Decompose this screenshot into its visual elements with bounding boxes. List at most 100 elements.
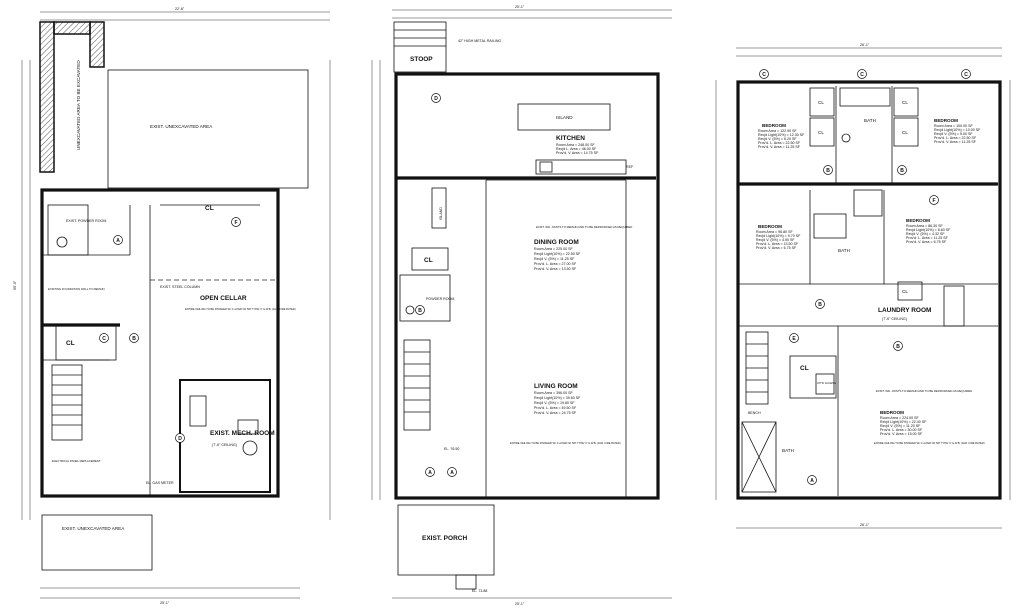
second-bedroom-b-area-4: Prov'd. V. Area = 11.25 SF [934,140,977,144]
second-tag-b2: B [900,168,904,174]
second-joists-note: EXIST. WD. JOISTS TO REMAIN AND TO BE RE… [876,389,972,393]
cellar-unexcavated-top: EXIST. UNEXCAVATED AREA [150,124,213,129]
first-living-area-0: Room Area = 396.00 SF [534,391,573,395]
second-bedroom-c: BEDROOM [758,224,782,229]
second-tag-b1: B [826,168,830,174]
second-bench: BENCH [748,411,761,415]
tag-a: A [116,238,120,244]
second-bedroom-e-area-3: Prov'd. L. Area = 30.00 SF [880,428,923,432]
second-bedroom-d-area-0: Room Area = 86.30 SF [906,224,943,228]
first-dining-area-2: Req'd V. (5%) = 11.25 SF [534,257,575,261]
cellar-plan: 22'-6" 25'-1" 55'-0" EXIST. UNEXCAVATED … [13,7,331,605]
second-tag-a: A [810,478,814,484]
cellar-unexcavated-side: UNEXCAVATED AREA TO BE EXCAVATED [76,60,81,150]
second-cl-3: CL [902,130,908,135]
first-living-area-2: Req'd V. (5%) = 19.80 SF [534,401,575,405]
second-cl-0: CL [818,100,824,105]
second-bedroom-e: BEDROOM [880,410,904,415]
first-kitchen: KITCHEN [556,135,585,142]
second-bedroom-a-area-0: Room Area = 122.90 SF [758,129,797,133]
first-kitchen-area-1: Req'd L. Area = 46.00 SF [556,147,597,151]
first-joists-note: EXIST. WD. JOISTS TO REMAIN AND TO BE RE… [536,225,632,229]
second-dim-top: 26'-1" [860,43,870,47]
first-dining-area-4: Prov'd. V. Area = 13.50 SF [534,267,577,271]
second-laundry-sub: (7'-6" CEILING) [882,317,907,321]
first-el-bottom: EL. 73.88 [472,589,487,593]
second-bedroom-b-area-1: Req'd Light(10%) = 10.00 SF [934,128,981,132]
second-bedroom-c-area-1: Req'd Light(10%) = 9.70 SF [756,234,801,238]
first-dining-area-1: Req'd Light(10%) = 22.50 SF [534,252,581,256]
second-bedroom-b-area-3: Prov'd. L. Area = 22.50 SF [934,136,977,140]
second-bedroom-b: BEDROOM [934,118,958,123]
first-porch: EXIST. PORCH [422,535,467,542]
first-railing-note: 42" HIGH METAL RAILING [458,39,501,43]
first-tag-a1: A [428,470,432,476]
first-dim-top: 25'-1" [515,5,525,9]
first-living-area-4: Prov'd. V. Area = 24.75 SF [534,411,577,415]
second-bedroom-a-area-4: Prov'd. V. Area = 11.25 SF [758,145,801,149]
second-tag-f: F [932,198,935,204]
first-tag-b: B [418,308,422,314]
second-bedroom-b-area-2: Req'd V. (5%) = 5.00 SF [934,132,973,136]
second-bedroom-c-area-4: Prov'd. V. Area = 6.75 SF [756,246,797,250]
second-tags: C C C B B F B E B A [759,69,971,485]
first-island: ISLAND [556,115,573,120]
second-bedroom-c-area-3: Prov'd. L. Area = 13.50 SF [756,242,799,246]
cellar-electrical-note: ELECTRICAL PANEL REPLACEMENT [52,459,101,463]
first-stair [403,339,431,431]
first-floor-plan: 25'-1" 25'-1" STOOP 42" HIGH METAL RAILI… [371,5,672,606]
second-bath-3: BATH [782,448,794,453]
first-stoop: STOOP [410,56,433,63]
second-bedroom-d: BEDROOM [906,218,930,223]
second-floor-plan: 26'-1" 26'-1" CL CL CL CL BATH BATH CL [715,43,1011,529]
first-closet: CL [424,257,433,264]
second-dim-bottom: 26'-1" [860,523,870,527]
cellar-dim-bottom: 25'-1" [160,601,170,605]
second-bath-1: BATH [864,118,876,123]
tag-f: F [234,220,237,226]
tag-d: D [178,436,182,442]
first-island-2: ISLAND [439,207,443,220]
first-living-area-3: Prov'd. L. Area = 49.50 SF [534,406,577,410]
cellar-open-cellar: OPEN CELLAR [200,295,247,302]
second-bedroom-d-area-2: Req'd V. (5%) = 4.32 SF [906,232,945,236]
first-living-room: LIVING ROOM [534,383,578,390]
cellar-closet-top: CL [205,205,214,212]
cellar-tags: A C B F D [99,217,241,443]
second-bedroom-a-area-2: Req'd V. (5%) = 6.20 SF [758,137,797,141]
second-tag-b3: B [818,302,822,308]
first-kitchen-area-2: Prov'd. V. Area = 14.75 SF [556,151,599,155]
first-dining-area-3: Prov'd. L. Area = 27.00 SF [534,262,577,266]
cellar-stair [51,364,83,441]
second-tag-b4: B [896,344,900,350]
second-bedroom-b-area-0: Room Area = 100.00 SF [934,124,973,128]
second-cl-1: CL [818,130,824,135]
cellar-closet-label: CL [66,340,75,347]
cellar-unexcavated-bottom: EXIST. UNEXCAVATED AREA [62,526,125,531]
first-dining-room: DINING ROOM [534,239,579,246]
second-bedroom-e-area-1: Req'd Light(10%) = 22.40 SF [880,420,927,424]
cellar-powder-room: EXIST. POWDER ROOM [66,219,106,223]
cellar-steel-column: EXIST. STEEL COLUMN [160,285,200,289]
first-living-area-1: Req'd Light(10%) = 39.60 SF [534,396,581,400]
tag-c: C [102,336,106,342]
second-tag-e: E [792,336,796,342]
second-laundry: LAUNDRY ROOM [878,307,931,314]
second-bedroom-a-area-3: Prov'd. L. Area = 22.50 SF [758,141,801,145]
first-ceiling-note: ENTIRE CEILING TO BE FINISHED W/ 1 LAYER… [510,441,621,445]
second-cl-5: CL [800,365,809,372]
cellar-mech-sub: (7'-6" CEILING) [212,443,237,447]
first-ref: REF [626,165,634,169]
cellar-ceiling-note: ENTIRE CEILING TO BE FINISHED W/ 1 LAYER… [185,307,296,311]
second-tag-c3: C [964,72,968,78]
second-bedroom-d-area-3: Prov'd. L. Area = 11.25 SF [906,236,949,240]
second-tag-c2: C [860,72,864,78]
first-kitchen-area-0: Room Area = 248.00 SF [556,143,595,147]
second-bedroom-d-area-4: Prov'd. V. Area = 6.75 SF [906,240,947,244]
second-bedroom-a: BEDROOM [762,123,786,128]
first-tags: D A A B [415,93,457,477]
first-tag-a2: A [450,470,454,476]
second-ceiling-note: ENTIRE CEILING TO BE FINISHED W/ 1 LAYER… [874,441,985,445]
cellar-foundation-note: EXISTING FOUNDATION WALL TO REMAIN [48,287,105,291]
